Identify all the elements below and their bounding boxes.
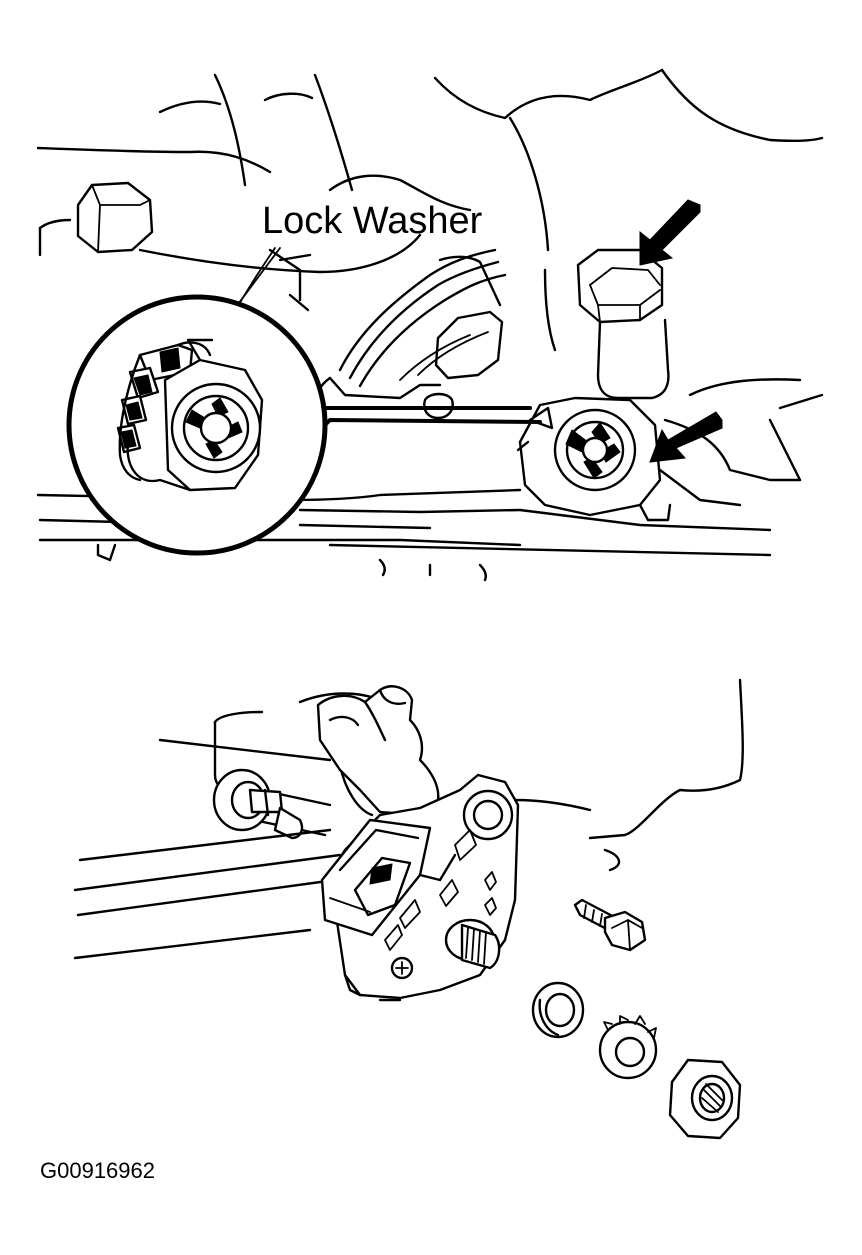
pointer-arrow-lower (649, 411, 723, 463)
lock-washer-detail-circle (66, 294, 328, 556)
top-transmission-view (36, 68, 824, 582)
figure-code: G00916962 (40, 1158, 155, 1183)
pointer-arrow-upper (639, 199, 701, 266)
bottom-switch-exploded-view (73, 678, 744, 1140)
lock-washer-callout-label: Lock Washer (262, 200, 483, 242)
